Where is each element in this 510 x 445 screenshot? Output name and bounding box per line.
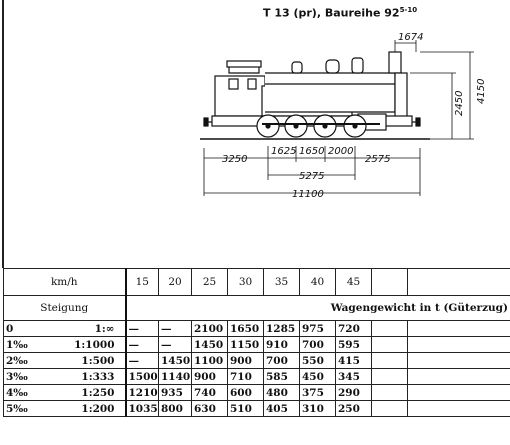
weight-cell bbox=[371, 352, 408, 369]
speed-col bbox=[407, 268, 510, 296]
dim-top-width: 1674 bbox=[398, 32, 423, 43]
dim-height-total: 4150 bbox=[476, 79, 487, 104]
weight-cell: 935 bbox=[158, 384, 192, 401]
weight-cell bbox=[371, 384, 408, 401]
weight-cell: 700 bbox=[299, 336, 336, 353]
weight-cell bbox=[407, 352, 510, 369]
weight-cell: — bbox=[158, 336, 192, 353]
speed-col: 25 bbox=[191, 268, 228, 296]
page-border-line bbox=[2, 0, 4, 268]
weight-cell bbox=[371, 320, 408, 337]
gradient-cell: 1‰1:1000 bbox=[3, 336, 126, 353]
weight-cell bbox=[407, 384, 510, 401]
dim-wheel-1: 1625 bbox=[271, 146, 296, 157]
speed-label: km/h bbox=[3, 268, 126, 296]
weight-cell: 250 bbox=[335, 400, 372, 417]
dim-wheel-3: 2000 bbox=[328, 146, 353, 157]
weight-cell: 1285 bbox=[263, 320, 300, 337]
weight-cell: 600 bbox=[227, 384, 264, 401]
weight-cell: 585 bbox=[263, 368, 300, 385]
weight-cell bbox=[407, 320, 510, 337]
weight-cell: 450 bbox=[299, 368, 336, 385]
weight-cell: 975 bbox=[299, 320, 336, 337]
weight-cell bbox=[407, 400, 510, 417]
gradient-label: Steigung bbox=[3, 295, 126, 321]
weight-cell bbox=[371, 400, 408, 417]
weight-cell: 510 bbox=[227, 400, 264, 417]
weight-cell: 630 bbox=[191, 400, 228, 417]
weight-cell: 1650 bbox=[227, 320, 264, 337]
gradient-cell: 5‰1:200 bbox=[3, 400, 126, 417]
weight-cell: 1450 bbox=[158, 352, 192, 369]
weight-cell: 290 bbox=[335, 384, 372, 401]
load-table: km/h 15 20 25 30 35 40 45 Steigung Wagen… bbox=[3, 268, 510, 417]
speed-header-row: km/h 15 20 25 30 35 40 45 bbox=[3, 268, 510, 296]
weight-cell: 1210 bbox=[124, 384, 159, 401]
speed-col bbox=[371, 268, 408, 296]
weight-cell: — bbox=[158, 320, 192, 337]
weight-cell: 2100 bbox=[191, 320, 228, 337]
dim-front-overhang: 2575 bbox=[365, 154, 390, 165]
speed-col: 40 bbox=[299, 268, 336, 296]
weight-cell: 740 bbox=[191, 384, 228, 401]
weight-cell: 1150 bbox=[227, 336, 264, 353]
weight-cell: 345 bbox=[335, 368, 372, 385]
dim-length-total: 11100 bbox=[292, 189, 324, 200]
weight-cell: 1450 bbox=[191, 336, 228, 353]
weight-cell: 595 bbox=[335, 336, 372, 353]
weight-cell: 720 bbox=[335, 320, 372, 337]
wagon-weight-label: Wagengewicht in t (Güterzug) bbox=[124, 295, 510, 321]
weight-cell bbox=[371, 368, 408, 385]
gradient-cell: 2‰1:500 bbox=[3, 352, 126, 369]
weight-cell: 900 bbox=[227, 352, 264, 369]
weight-cell: 900 bbox=[191, 368, 228, 385]
weight-cell: 375 bbox=[299, 384, 336, 401]
weight-cell: 405 bbox=[263, 400, 300, 417]
locomotive-title: T 13 (pr), Baureihe 925-10 bbox=[263, 6, 418, 20]
weight-cell: 910 bbox=[263, 336, 300, 353]
weight-cell: 1035 bbox=[124, 400, 159, 417]
weight-cell: 710 bbox=[227, 368, 264, 385]
gradient-header-row: Steigung Wagengewicht in t (Güterzug) bbox=[3, 295, 510, 321]
weight-cell: 480 bbox=[263, 384, 300, 401]
weight-cell: — bbox=[124, 352, 159, 369]
weight-cell: — bbox=[124, 320, 159, 337]
weight-cell: 1100 bbox=[191, 352, 228, 369]
weight-cell: 310 bbox=[299, 400, 336, 417]
weight-cell: 800 bbox=[158, 400, 192, 417]
speed-col: 20 bbox=[158, 268, 192, 296]
dim-rear-overhang: 3250 bbox=[222, 154, 247, 165]
speed-col: 35 bbox=[263, 268, 300, 296]
speed-col: 45 bbox=[335, 268, 372, 296]
gradient-cell: 4‰1:250 bbox=[3, 384, 126, 401]
weight-cell: 1500 bbox=[124, 368, 159, 385]
speed-col: 30 bbox=[227, 268, 264, 296]
dim-wheelbase: 5275 bbox=[299, 171, 324, 182]
dim-height-boiler: 2450 bbox=[454, 91, 465, 116]
weight-cell bbox=[407, 368, 510, 385]
gradient-cell: 3‰1:333 bbox=[3, 368, 126, 385]
weight-cell bbox=[371, 336, 408, 353]
weight-cell: — bbox=[124, 336, 159, 353]
weight-cell: 550 bbox=[299, 352, 336, 369]
weight-cell: 1140 bbox=[158, 368, 192, 385]
weight-cell: 700 bbox=[263, 352, 300, 369]
weight-cell bbox=[407, 336, 510, 353]
speed-col: 15 bbox=[124, 268, 159, 296]
dim-wheel-2: 1650 bbox=[299, 146, 324, 157]
locomotive-drawing: 1674 4150 2450 3250 1625 1650 2000 2575 … bbox=[200, 32, 487, 200]
weight-cell: 415 bbox=[335, 352, 372, 369]
